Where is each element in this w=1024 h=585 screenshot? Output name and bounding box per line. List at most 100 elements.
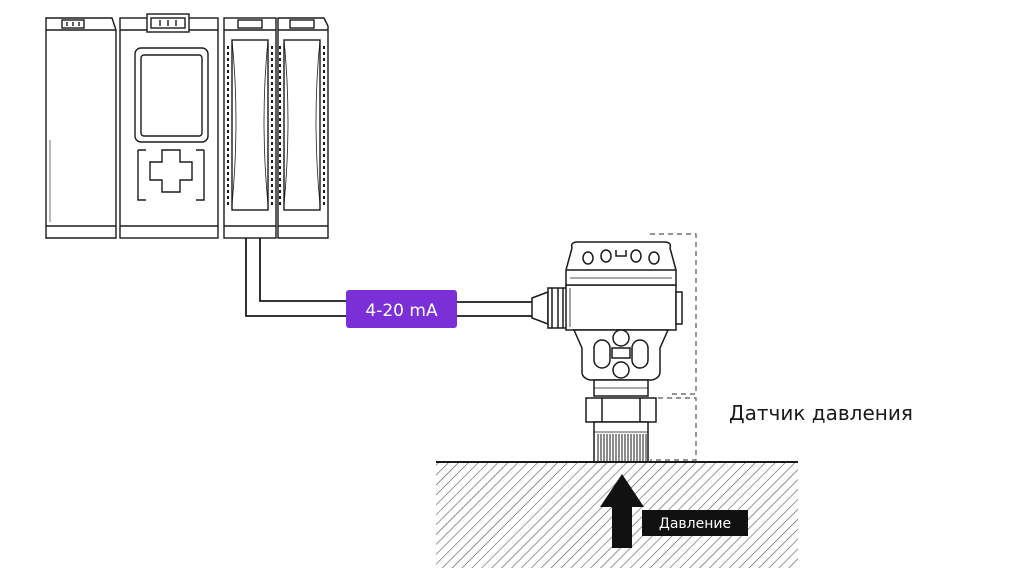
io-terminal <box>279 52 281 55</box>
io-terminal <box>323 136 325 139</box>
plc-cpu-module <box>119 13 219 239</box>
io-terminal <box>227 172 229 175</box>
io-terminal <box>271 142 273 145</box>
io-terminal <box>279 124 281 127</box>
io-terminal <box>271 130 273 133</box>
plc-controller-icon <box>45 13 329 239</box>
io-terminal <box>279 178 281 181</box>
io-terminal <box>227 94 229 97</box>
io-terminal <box>227 124 229 127</box>
io-terminal <box>323 154 325 157</box>
io-terminal <box>271 100 273 103</box>
io-terminal <box>227 178 229 181</box>
io-terminal <box>323 112 325 115</box>
signal-badge: 4-20 mA <box>346 290 457 328</box>
io-terminal <box>227 64 229 67</box>
io-terminal <box>323 190 325 193</box>
io-terminal <box>271 112 273 115</box>
io-terminal <box>271 82 273 85</box>
io-terminal <box>323 184 325 187</box>
io-terminal <box>323 58 325 61</box>
io-terminal <box>271 166 273 169</box>
io-terminal <box>271 94 273 97</box>
io-terminal <box>271 124 273 127</box>
io-terminal <box>271 148 273 151</box>
io-terminal <box>271 184 273 187</box>
plc-power-module <box>45 17 117 239</box>
io-terminal <box>227 58 229 61</box>
io-terminal <box>323 94 325 97</box>
pressure-label: Давление <box>659 516 731 532</box>
io-terminal <box>271 190 273 193</box>
io-terminal <box>323 172 325 175</box>
io-terminal <box>279 148 281 151</box>
io-terminal <box>323 196 325 199</box>
io-terminal <box>323 130 325 133</box>
io-terminal <box>279 166 281 169</box>
io-terminal <box>227 148 229 151</box>
io-terminal <box>279 112 281 115</box>
io-terminal <box>227 76 229 79</box>
io-terminal <box>279 154 281 157</box>
io-terminal <box>279 106 281 109</box>
threaded-fitting <box>597 434 647 462</box>
plc-io-terminals <box>227 46 325 205</box>
plc-io-module-1 <box>223 17 277 239</box>
io-terminal <box>271 64 273 67</box>
io-terminal <box>271 58 273 61</box>
io-terminal <box>271 160 273 163</box>
io-terminal <box>279 190 281 193</box>
io-terminal <box>323 202 325 205</box>
io-terminal <box>271 202 273 205</box>
io-terminal <box>227 118 229 121</box>
pressure-badge: Давление <box>642 510 748 536</box>
io-terminal <box>271 70 273 73</box>
io-terminal <box>279 94 281 97</box>
signal-label: 4-20 mA <box>365 301 438 321</box>
pressure-transmitter-icon <box>531 241 683 463</box>
io-terminal <box>279 142 281 145</box>
io-terminal <box>323 160 325 163</box>
io-terminal <box>271 52 273 55</box>
io-terminal <box>279 130 281 133</box>
io-terminal <box>279 88 281 91</box>
io-terminal <box>279 70 281 73</box>
io-terminal <box>227 46 229 49</box>
sensor-bracket <box>650 233 697 461</box>
io-terminal <box>227 202 229 205</box>
io-terminal <box>323 46 325 49</box>
signal-cable <box>245 238 532 317</box>
io-terminal <box>323 88 325 91</box>
io-terminal <box>227 112 229 115</box>
io-terminal <box>323 166 325 169</box>
plc-nav-cross-icon <box>149 149 193 193</box>
io-terminal <box>323 142 325 145</box>
io-terminal <box>279 64 281 67</box>
io-terminal <box>227 154 229 157</box>
io-terminal <box>279 82 281 85</box>
io-terminal <box>323 178 325 181</box>
io-terminal <box>271 136 273 139</box>
io-terminal <box>323 82 325 85</box>
io-terminal <box>227 196 229 199</box>
io-terminal <box>271 196 273 199</box>
io-terminal <box>323 118 325 121</box>
io-terminal <box>279 202 281 205</box>
io-terminal <box>323 76 325 79</box>
plc-io-module-2 <box>277 17 329 239</box>
io-terminal <box>279 58 281 61</box>
io-terminal <box>279 172 281 175</box>
io-terminal <box>323 70 325 73</box>
io-terminal <box>271 172 273 175</box>
io-terminal <box>227 100 229 103</box>
io-terminal <box>271 46 273 49</box>
cable-gland <box>531 287 569 329</box>
io-terminal <box>271 118 273 121</box>
io-terminal <box>279 160 281 163</box>
io-terminal <box>279 46 281 49</box>
io-terminal <box>323 148 325 151</box>
io-terminal <box>271 178 273 181</box>
io-terminal <box>279 76 281 79</box>
io-terminal <box>271 154 273 157</box>
